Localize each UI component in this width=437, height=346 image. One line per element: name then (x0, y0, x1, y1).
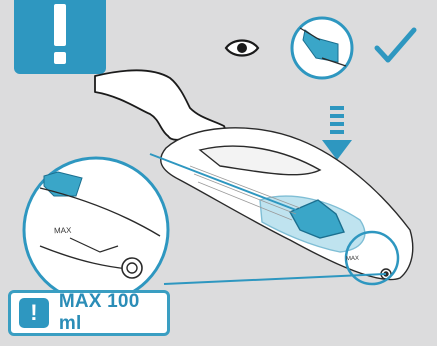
eye-icon (226, 41, 258, 56)
max-capacity-label: MAX 100 ml (59, 291, 167, 335)
handheld-vacuum (161, 128, 413, 280)
exclamation-icon: ! (19, 298, 49, 328)
filter-zoom-circle (292, 18, 352, 78)
zoom-max-label: MAX (54, 226, 72, 236)
checkmark-icon (377, 30, 414, 60)
zoom-circle (24, 158, 168, 302)
down-dashed-arrow (322, 106, 352, 160)
warning-icon (14, 0, 106, 74)
max-capacity-badge: ! MAX 100 ml (8, 290, 170, 336)
device-max-label: MAX (346, 256, 359, 262)
